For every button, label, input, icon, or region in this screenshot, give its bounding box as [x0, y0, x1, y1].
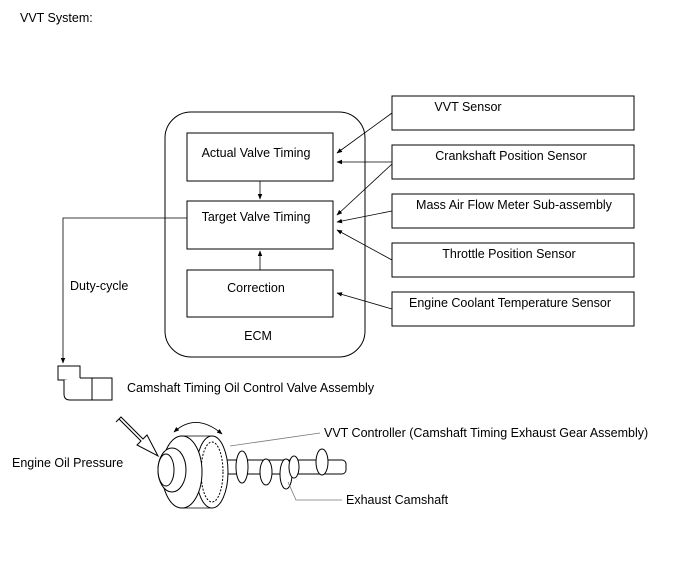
rotation-arrow-icon	[173, 422, 223, 435]
throttle-arrow	[336, 229, 393, 261]
throttle-sensor-label: Throttle Position Sensor	[442, 247, 575, 261]
oil-control-valve-icon	[57, 365, 113, 401]
oil-pressure-arrow-icon	[115, 416, 160, 458]
vvt-sensor-box: VVT Sensor	[391, 95, 635, 131]
target-valve-timing-block: Target Valve Timing	[186, 200, 334, 250]
ecm-label: ECM	[244, 329, 272, 343]
vvt-controller-leader	[229, 432, 321, 447]
crankshaft-sensor-box: Crankshaft Position Sensor	[391, 144, 635, 180]
camshaft-assembly-icon	[157, 435, 347, 509]
maf-sensor-label: Mass Air Flow Meter Sub-assembly	[416, 198, 613, 212]
actual-valve-timing-label: Actual Valve Timing	[202, 146, 311, 160]
ocv-label: Camshaft Timing Oil Control Valve Assemb…	[127, 381, 375, 395]
maf-sensor-box: Mass Air Flow Meter Sub-assembly	[391, 193, 635, 229]
oil-pressure-label: Engine Oil Pressure	[12, 456, 123, 470]
vvt-sensor-arrow	[336, 112, 393, 154]
correction-label: Correction	[227, 281, 285, 295]
correction-block: Correction	[186, 269, 334, 318]
throttle-sensor-box: Throttle Position Sensor	[391, 242, 635, 278]
page-title: VVT System:	[20, 11, 93, 25]
vvt-controller-label: VVT Controller (Camshaft Timing Exhaust …	[324, 426, 648, 440]
coolant-sensor-box: Engine Coolant Temperature Sensor	[391, 291, 635, 327]
crankshaft-sensor-label: Crankshaft Position Sensor	[435, 149, 586, 163]
actual-valve-timing-block: Actual Valve Timing	[186, 132, 334, 182]
coolant-sensor-label: Engine Coolant Temperature Sensor	[409, 296, 611, 310]
maf-arrow	[336, 210, 393, 224]
duty-cycle-label: Duty-cycle	[70, 279, 128, 293]
duty-cycle-line	[60, 217, 187, 364]
camshaft-leader	[287, 481, 342, 501]
camshaft-label: Exhaust Camshaft	[346, 493, 449, 507]
crank-to-target-arrow	[336, 163, 393, 216]
target-valve-timing-label: Target Valve Timing	[202, 210, 311, 224]
coolant-arrow	[336, 292, 393, 310]
vvt-sensor-label: VVT Sensor	[434, 100, 501, 114]
